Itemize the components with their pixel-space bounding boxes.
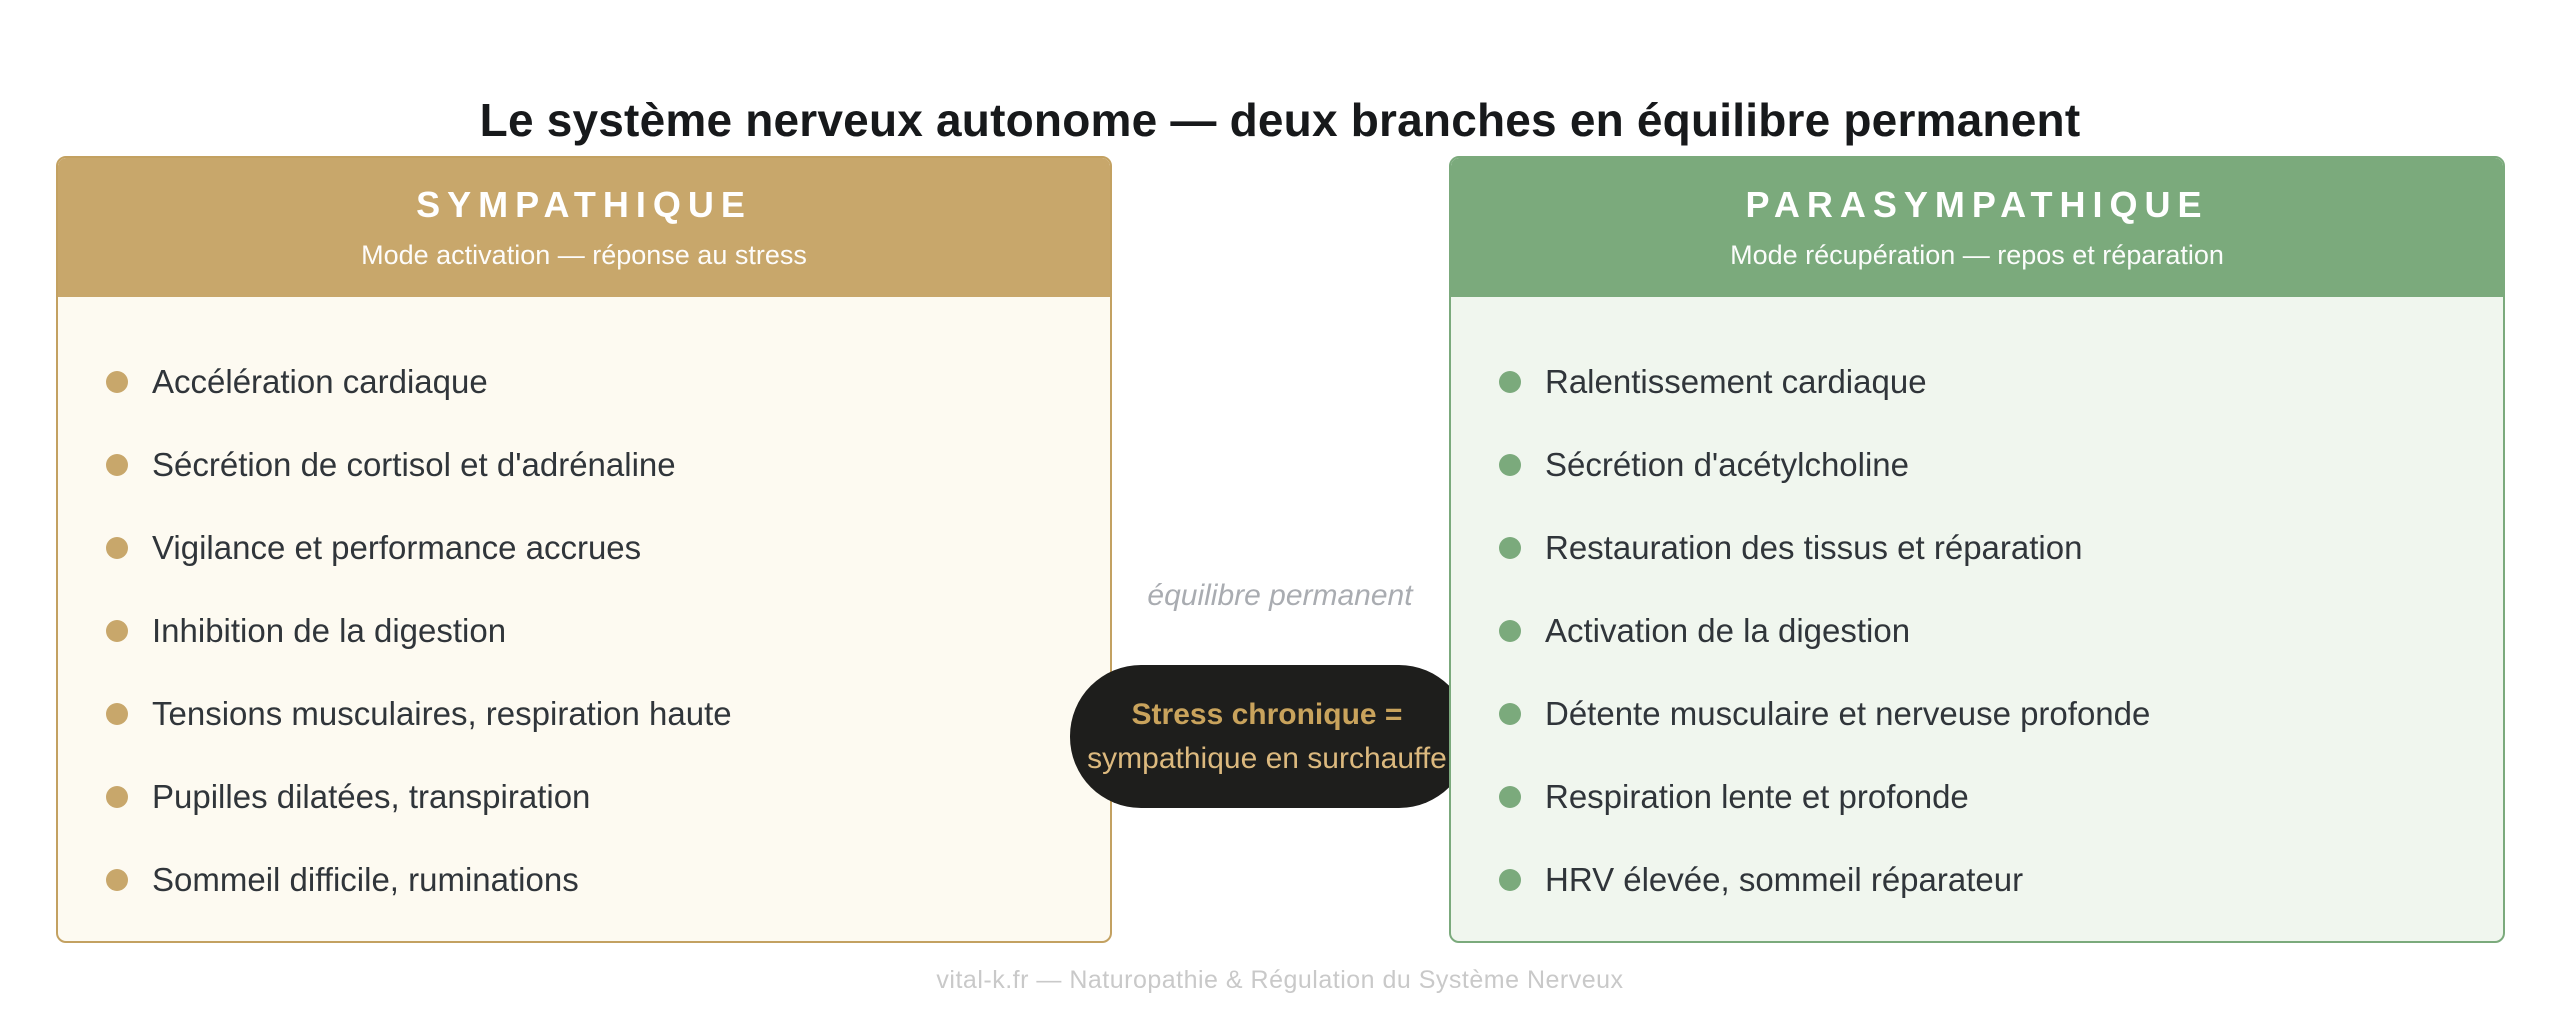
list-item: Respiration lente et profonde — [1499, 755, 2483, 838]
parasympathique-panel-title: PARASYMPATHIQUE — [1745, 184, 2209, 225]
list-item: HRV élevée, sommeil réparateur — [1499, 838, 2483, 921]
item-label: Accélération cardiaque — [152, 362, 488, 400]
bullet-dot-icon — [1499, 702, 1521, 725]
sympathique-panel-title: SYMPATHIQUE — [416, 184, 752, 225]
sympathique-panel-subtitle: Mode activation — réponse au stress — [361, 240, 807, 270]
item-label: Sécrétion de cortisol et d'adrénaline — [152, 445, 676, 483]
stress-badge: Stress chronique = sympathique en surcha… — [1070, 665, 1470, 808]
item-label: Respiration lente et profonde — [1545, 777, 1969, 815]
sympathique-panel-header: SYMPATHIQUE Mode activation — réponse au… — [58, 158, 1110, 297]
bullet-dot-icon — [106, 619, 128, 642]
parasympathique-panel-header: PARASYMPATHIQUE Mode récupération — repo… — [1451, 158, 2503, 297]
balance-label: équilibre permanent — [1147, 579, 1413, 612]
item-label: Activation de la digestion — [1545, 611, 1911, 649]
item-label: Détente musculaire et nerveuse profonde — [1545, 694, 2151, 732]
bullet-dot-icon — [1499, 785, 1521, 808]
list-item: Vigilance et performance accrues — [106, 506, 1090, 589]
list-item: Restauration des tissus et réparation — [1499, 506, 2483, 589]
bullet-dot-icon — [106, 702, 128, 725]
bullet-dot-icon — [106, 868, 128, 891]
item-label: Ralentissement cardiaque — [1545, 362, 1927, 400]
bullet-dot-icon — [1499, 370, 1521, 393]
list-item: Accélération cardiaque — [106, 340, 1090, 423]
bullet-dot-icon — [106, 536, 128, 559]
list-item: Ralentissement cardiaque — [1499, 340, 2483, 423]
stress-badge-line1: Stress chronique = — [1131, 697, 1403, 731]
item-label: Sécrétion d'acétylcholine — [1545, 445, 1910, 483]
list-item: Sécrétion d'acétylcholine — [1499, 423, 2483, 506]
list-item: Pupilles dilatées, transpiration — [106, 755, 1090, 838]
sympathique-item-list: Accélération cardiaque Sécrétion de cort… — [58, 297, 1110, 921]
item-label: Vigilance et performance accrues — [152, 528, 642, 566]
sympathique-panel: SYMPATHIQUE Mode activation — réponse au… — [56, 156, 1112, 943]
bullet-dot-icon — [1499, 619, 1521, 642]
list-item: Sommeil difficile, ruminations — [106, 838, 1090, 921]
bullet-dot-icon — [106, 785, 128, 808]
list-item: Sécrétion de cortisol et d'adrénaline — [106, 423, 1090, 506]
list-item: Inhibition de la digestion — [106, 589, 1090, 672]
footer-credit: vital-k.fr — Naturopathie & Régulation d… — [936, 966, 1624, 994]
bullet-dot-icon — [1499, 453, 1521, 476]
stress-badge-line2: sympathique en surchauffe — [1087, 741, 1447, 775]
parasympathique-item-list: Ralentissement cardiaque Sécrétion d'acé… — [1451, 297, 2503, 921]
bullet-dot-icon — [106, 453, 128, 476]
list-item: Tensions musculaires, respiration haute — [106, 672, 1090, 755]
item-label: Inhibition de la digestion — [152, 611, 507, 649]
parasympathique-panel-subtitle: Mode récupération — repos et réparation — [1730, 240, 2224, 270]
bullet-dot-icon — [1499, 536, 1521, 559]
bullet-dot-icon — [106, 370, 128, 393]
item-label: Tensions musculaires, respiration haute — [152, 694, 732, 732]
list-item: Activation de la digestion — [1499, 589, 2483, 672]
list-item: Détente musculaire et nerveuse profonde — [1499, 672, 2483, 755]
page-title: Le système nerveux autonome — deux branc… — [479, 93, 2081, 146]
item-label: HRV élevée, sommeil réparateur — [1545, 860, 2024, 898]
parasympathique-panel: PARASYMPATHIQUE Mode récupération — repo… — [1449, 156, 2505, 943]
item-label: Sommeil difficile, ruminations — [152, 860, 579, 898]
item-label: Restauration des tissus et réparation — [1545, 528, 2083, 566]
bullet-dot-icon — [1499, 868, 1521, 891]
item-label: Pupilles dilatées, transpiration — [152, 777, 591, 815]
